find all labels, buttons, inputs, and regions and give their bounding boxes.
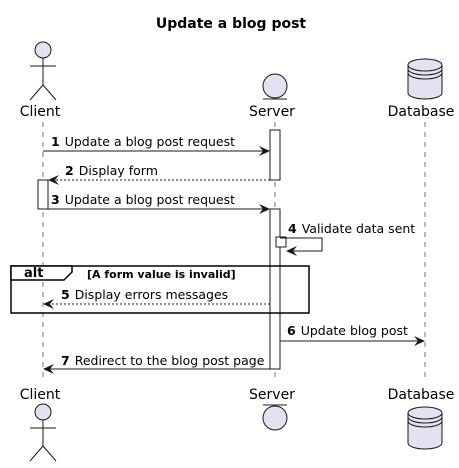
server-activation-2 xyxy=(269,208,281,370)
actor-icon xyxy=(34,41,52,59)
client-actor-bottom xyxy=(29,403,57,462)
server-label-top: Server xyxy=(249,104,295,120)
alt-fragment: alt [A form value is invalid] xyxy=(10,265,310,314)
entity-icon xyxy=(262,405,288,431)
diagram-title: Update a blog post xyxy=(156,16,307,32)
alt-label: alt xyxy=(24,266,43,281)
database-label-top: Database xyxy=(388,104,455,120)
actor-icon xyxy=(34,403,52,421)
client-actor-top xyxy=(29,41,57,101)
entity-icon xyxy=(262,73,288,99)
client-activation xyxy=(37,179,49,210)
client-label-bottom: Client xyxy=(20,387,61,403)
database-icon-top xyxy=(407,58,443,100)
alt-condition: [A form value is invalid] xyxy=(87,268,236,281)
client-label-top: Client xyxy=(20,104,61,120)
server-activation-self xyxy=(275,236,287,248)
server-activation-1 xyxy=(269,129,281,181)
database-icon-bottom xyxy=(407,406,443,450)
database-label-bottom: Database xyxy=(388,387,455,403)
server-entity-top xyxy=(262,73,288,100)
server-entity-bottom xyxy=(262,404,288,431)
server-label-bottom: Server xyxy=(249,387,295,403)
